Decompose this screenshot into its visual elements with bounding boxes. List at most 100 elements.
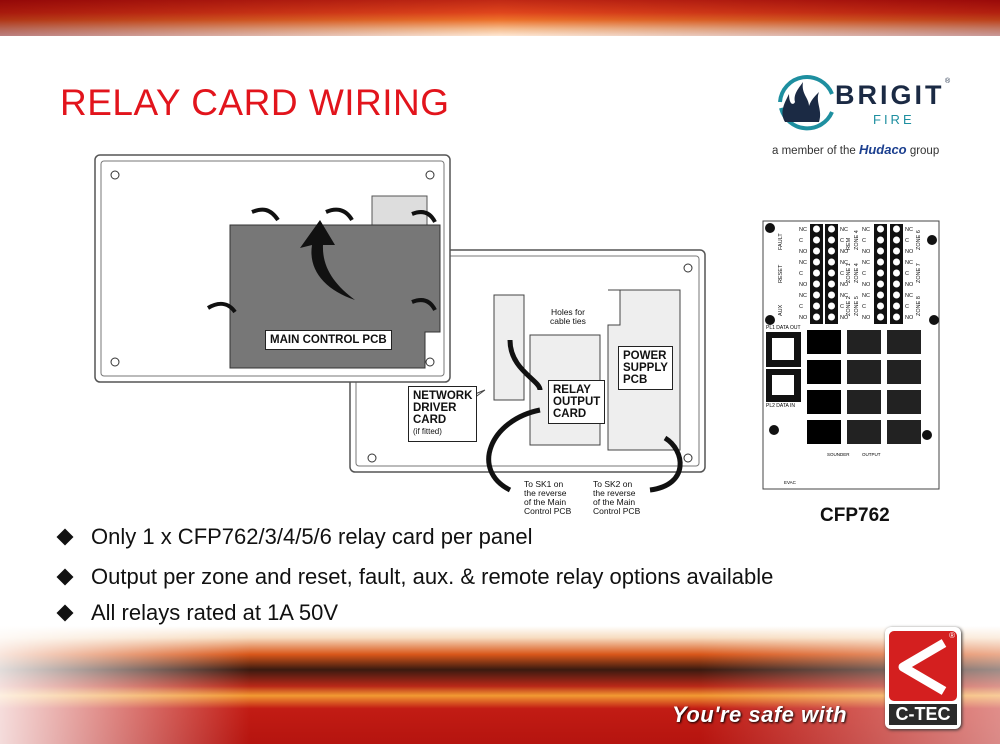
terminal-screw-icon[interactable] — [876, 301, 885, 311]
terminal-screw-icon[interactable] — [892, 301, 901, 311]
relay — [847, 330, 881, 354]
terminal-label: C — [799, 271, 803, 277]
terminal-screw-icon[interactable] — [812, 301, 821, 311]
relay — [847, 360, 881, 384]
terminal-screw-icon[interactable] — [892, 268, 901, 278]
terminal-screw-icon[interactable] — [876, 235, 885, 245]
terminal-screw-icon[interactable] — [827, 224, 836, 234]
label-line: RELAY — [553, 384, 591, 396]
terminal-label: NC — [905, 227, 913, 233]
terminal-label: C — [862, 238, 866, 244]
label-line: CARD — [553, 408, 587, 420]
terminal-screw-icon[interactable] — [892, 224, 901, 234]
terminal-screw-icon[interactable] — [827, 279, 836, 289]
mounting-hole-icon — [922, 430, 932, 440]
terminal-screw-icon[interactable] — [892, 257, 901, 267]
mounting-hole-icon — [765, 223, 775, 233]
enclosure-drawing — [94, 154, 706, 493]
terminal-label: NC — [840, 227, 848, 233]
bullet-item: Only 1 x CFP762/3/4/5/6 relay card per p… — [55, 525, 532, 549]
brigit-fire-logo: BRIGIT ® FIRE a member of the Hudaco gro… — [772, 72, 960, 160]
mounting-hole-icon — [929, 315, 939, 325]
pl2-label: PL2 DATA IN — [766, 403, 795, 409]
relay — [887, 360, 921, 384]
terminal-screw-icon[interactable] — [876, 279, 885, 289]
terminal-label: C — [840, 271, 844, 277]
terminal-label: C — [799, 238, 803, 244]
registered-mark: ® — [945, 78, 951, 85]
terminal-screw-icon[interactable] — [892, 290, 901, 300]
terminal-label: NO — [840, 315, 849, 321]
terminal-screw-icon[interactable] — [892, 235, 901, 245]
terminal-screw-icon[interactable] — [812, 246, 821, 256]
member-line: a member of the Hudaco group — [772, 142, 939, 157]
terminal-screw-icon[interactable] — [812, 235, 821, 245]
relay-group-label: ZONE 4 — [854, 263, 860, 283]
terminal-screw-icon[interactable] — [812, 290, 821, 300]
flame-logo-icon — [778, 75, 834, 131]
relay — [847, 420, 881, 444]
c-tec-wordmark: C-TEC — [889, 704, 957, 725]
mounting-hole-icon — [765, 315, 775, 325]
relay-group-label: ZONE 8 — [916, 296, 922, 316]
tagline: You're safe with — [672, 702, 848, 727]
terminal-screw-icon[interactable] — [827, 246, 836, 256]
relay-group-label: ZONE 1 — [846, 263, 852, 283]
terminal-label: C — [862, 304, 866, 310]
relay-group-label: ZONE 6 — [916, 230, 922, 250]
relay-group-label: ZONE 2 — [846, 296, 852, 316]
terminal-label: NO — [799, 249, 808, 255]
bottom-decorative-band — [0, 626, 1000, 744]
terminal-screw-icon[interactable] — [827, 290, 836, 300]
terminal-label: C — [905, 238, 909, 244]
terminal-screw-icon[interactable] — [876, 312, 885, 322]
note-line: the reverse — [593, 488, 636, 498]
terminal-screw-icon[interactable] — [827, 301, 836, 311]
terminal-label: NO — [905, 282, 914, 288]
cable-ties-line: cable ties — [550, 316, 586, 326]
brand-sub: FIRE — [873, 112, 915, 127]
terminal-screw-icon[interactable] — [876, 257, 885, 267]
terminal-screw-icon[interactable] — [892, 312, 901, 322]
terminal-label: NC — [840, 293, 848, 299]
note-line: To SK2 on — [593, 479, 633, 489]
relay-group-label: ZONE 5 — [854, 296, 860, 316]
terminal-screw-icon[interactable] — [876, 224, 885, 234]
terminal-label: NC — [862, 293, 870, 299]
terminal-screw-icon[interactable] — [812, 312, 821, 322]
terminal-screw-icon[interactable] — [812, 224, 821, 234]
logo-registered: ® — [949, 631, 955, 640]
terminal-screw-icon[interactable] — [812, 257, 821, 267]
terminal-screw-icon[interactable] — [827, 268, 836, 278]
note-line: Control PCB — [593, 506, 641, 516]
diamond-bullet-icon — [56, 528, 74, 546]
main-control-pcb-label: MAIN CONTROL PCB — [265, 330, 392, 350]
terminal-screw-icon[interactable] — [827, 257, 836, 267]
sk1-note: To SK1 on the reverse of the Main Contro… — [524, 480, 571, 516]
terminal-screw-icon[interactable] — [812, 279, 821, 289]
label-line: CARD — [413, 414, 447, 426]
relay — [807, 420, 841, 444]
terminal-screw-icon[interactable] — [876, 268, 885, 278]
terminal-screw-icon[interactable] — [892, 279, 901, 289]
label-line: DRIVER — [413, 402, 457, 414]
c-tec-emblem: ® — [889, 631, 957, 701]
relay — [807, 330, 841, 354]
bullet-text: All relays rated at 1A 50V — [91, 600, 339, 625]
relay-group-label: REM — [846, 237, 852, 250]
terminal-label: C — [799, 304, 803, 310]
terminal-screw-icon[interactable] — [892, 246, 901, 256]
terminal-label: NO — [799, 315, 808, 321]
terminal-screw-icon[interactable] — [827, 235, 836, 245]
terminal-screw-icon[interactable] — [812, 268, 821, 278]
terminal-label: NO — [862, 282, 871, 288]
terminal-screw-icon[interactable] — [876, 246, 885, 256]
relay-group-label: ZONE 7 — [916, 263, 922, 283]
terminal-label: NC — [862, 260, 870, 266]
terminal-label: NC — [905, 293, 913, 299]
terminal-screw-icon[interactable] — [876, 290, 885, 300]
terminal-screw-icon[interactable] — [827, 312, 836, 322]
terminal-label: C — [905, 271, 909, 277]
